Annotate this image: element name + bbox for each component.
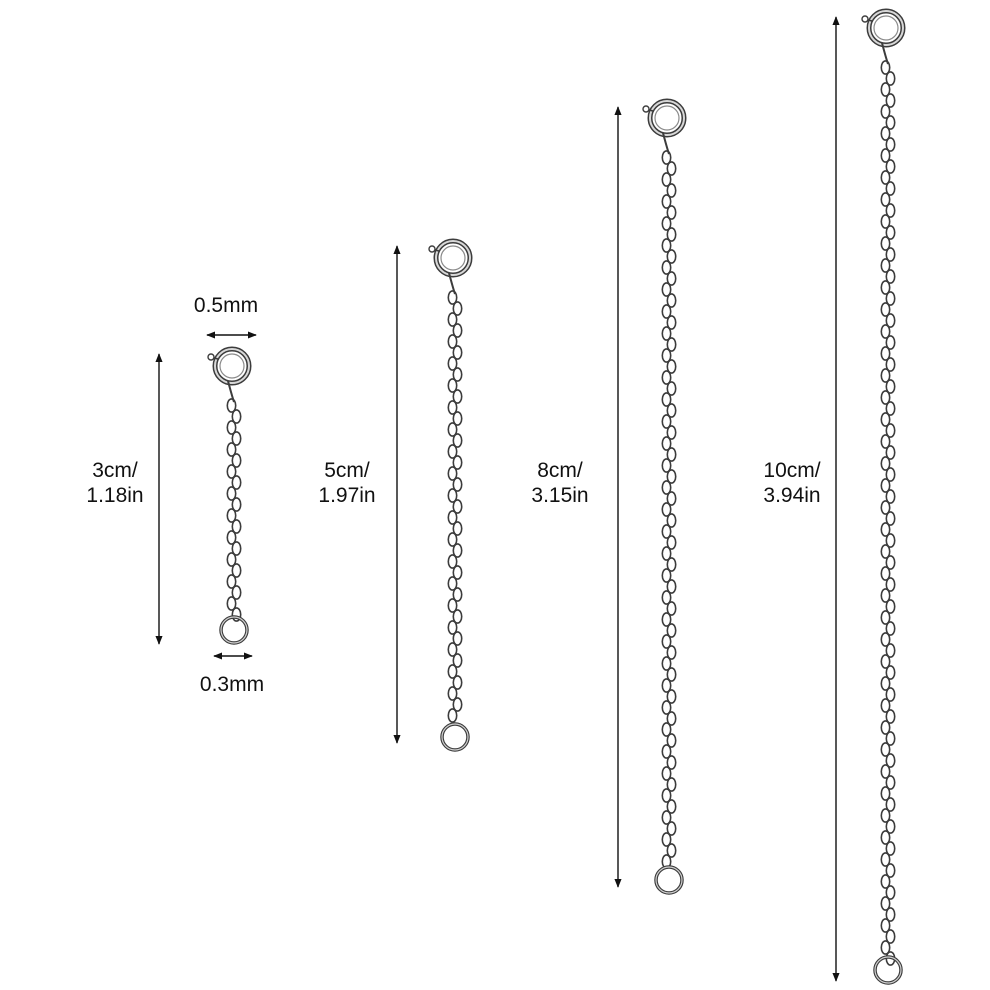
chain-links: [447, 290, 463, 723]
length-in: 3.15in: [531, 484, 589, 507]
jump-ring: [440, 722, 470, 752]
jump-ring: [873, 955, 903, 985]
length-cm: 10cm/: [763, 459, 821, 482]
length-cm: 3cm/: [92, 459, 138, 482]
wire-top-dimension-label: 0.5mm: [193, 294, 259, 317]
wire-bottom-dimension-label: 0.3mm: [199, 673, 265, 696]
length-cm: 5cm/: [324, 459, 370, 482]
jump-ring: [654, 865, 684, 895]
spring-ring-clasp: [207, 346, 252, 403]
jump-ring: [219, 615, 249, 645]
spring-ring-clasp: [642, 98, 687, 155]
length-label-3cm: 3cm/ 1.18in: [80, 458, 150, 508]
length-label-10cm: 10cm/ 3.94in: [752, 458, 832, 508]
chain-links: [880, 60, 896, 966]
length-label-8cm: 8cm/ 3.15in: [525, 458, 595, 508]
spring-ring-clasp: [428, 238, 473, 295]
length-in: 1.97in: [318, 484, 376, 507]
length-cm: 8cm/: [537, 459, 583, 482]
chain-links: [661, 150, 677, 869]
chain-links: [226, 398, 242, 622]
length-in: 3.94in: [763, 484, 821, 507]
spring-ring-clasp: [861, 8, 906, 65]
length-label-5cm: 5cm/ 1.97in: [312, 458, 382, 508]
length-in: 1.18in: [86, 484, 144, 507]
